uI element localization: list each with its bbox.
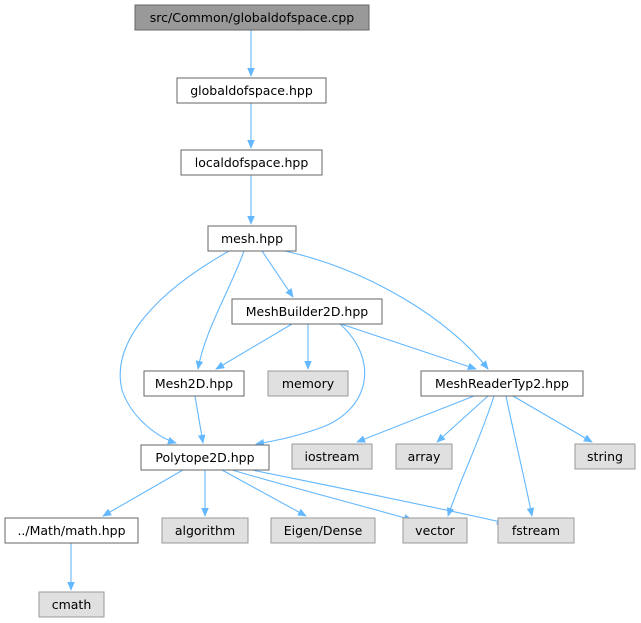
- edge-polytope2d-hpp-to-vector: [231, 469, 413, 522]
- node-box: [270, 517, 376, 544]
- node-label: algorithm: [175, 523, 235, 538]
- node-box: [180, 149, 323, 176]
- node-meshbuilder2d-hpp[interactable]: MeshBuilder2D.hpp: [231, 298, 383, 325]
- node-box: [267, 370, 349, 397]
- node-label: mesh.hpp: [221, 231, 283, 246]
- edge-mesh-hpp-to-polytope2d-hpp: [119, 250, 230, 445]
- node-label: memory: [282, 376, 335, 391]
- node-box: [207, 225, 297, 252]
- node-label: array: [408, 449, 441, 464]
- edge-meshbuilder2d-hpp-to-polytope2d-hpp: [255, 323, 366, 447]
- node-math-hpp[interactable]: ../Math/math.hpp: [4, 517, 139, 544]
- edge-meshreadertyp2-hpp-to-iostream: [356, 395, 475, 443]
- node-globaldofspace-hpp[interactable]: globaldofspace.hpp: [176, 77, 327, 104]
- node-box: [402, 517, 468, 544]
- node-polytope2d-hpp[interactable]: Polytope2D.hpp: [140, 444, 270, 471]
- node-box: [38, 591, 105, 618]
- node-cmath: cmath: [38, 591, 105, 618]
- node-string: string: [574, 443, 636, 470]
- node-label: Mesh2D.hpp: [155, 376, 233, 391]
- edge-mesh2d-hpp-to-polytope2d-hpp: [194, 395, 206, 444]
- edge-meshbuilder2d-hpp-to-mesh2d-hpp: [215, 323, 293, 370]
- edge-polytope2d-hpp-to-fstream: [251, 469, 506, 525]
- node-box: [395, 443, 453, 470]
- node-label: localdofspace.hpp: [195, 155, 309, 170]
- node-box: [574, 443, 636, 470]
- edge-meshreadertyp2-hpp-to-fstream: [505, 395, 535, 517]
- node-label: src/Common/globaldofspace.cpp: [150, 10, 355, 25]
- node-root[interactable]: src/Common/globaldofspace.cpp: [134, 4, 370, 31]
- node-label: fstream: [512, 523, 560, 538]
- node-label: string: [587, 449, 623, 464]
- node-label: ../Math/math.hpp: [17, 523, 125, 538]
- node-iostream: iostream: [291, 443, 373, 470]
- edges-layer: [67, 30, 593, 591]
- node-box: [4, 517, 139, 544]
- edge-mesh-hpp-to-meshbuilder2d-hpp: [261, 250, 294, 298]
- node-label: Polytope2D.hpp: [155, 450, 254, 465]
- node-fstream: fstream: [497, 517, 575, 544]
- node-box: [231, 298, 383, 325]
- node-label: MeshReaderTyp2.hpp: [435, 376, 569, 391]
- node-algorithm: algorithm: [161, 517, 249, 544]
- node-box: [134, 4, 370, 31]
- node-box: [291, 443, 373, 470]
- node-vector: vector: [402, 517, 468, 544]
- node-eigen-dense: Eigen/Dense: [270, 517, 376, 544]
- node-mesh2d-hpp[interactable]: Mesh2D.hpp: [143, 370, 245, 397]
- node-box: [176, 77, 327, 104]
- node-label: vector: [415, 523, 456, 538]
- node-array: array: [395, 443, 453, 470]
- node-box: [140, 444, 270, 471]
- node-label: iostream: [305, 449, 360, 464]
- node-label: MeshBuilder2D.hpp: [246, 304, 369, 319]
- node-localdofspace-hpp[interactable]: localdofspace.hpp: [180, 149, 323, 176]
- edge-polytope2d-hpp-to-math-hpp: [102, 469, 184, 517]
- edge-mesh-hpp-to-meshreadertyp2-hpp: [284, 250, 489, 370]
- edge-meshreadertyp2-hpp-to-array: [436, 395, 489, 443]
- node-memory: memory: [267, 370, 349, 397]
- edge-mesh-hpp-to-mesh2d-hpp: [195, 250, 245, 370]
- edge-meshbuilder2d-hpp-to-meshreadertyp2-hpp: [340, 323, 477, 371]
- node-meshreadertyp2-hpp[interactable]: MeshReaderTyp2.hpp: [420, 370, 584, 397]
- node-box: [420, 370, 584, 397]
- node-label: globaldofspace.hpp: [190, 83, 313, 98]
- node-box: [143, 370, 245, 397]
- node-mesh-hpp[interactable]: mesh.hpp: [207, 225, 297, 252]
- node-box: [161, 517, 249, 544]
- node-box: [497, 517, 575, 544]
- nodes-layer: src/Common/globaldofspace.cpp globaldofsp…: [4, 4, 636, 618]
- edge-meshreadertyp2-hpp-to-string: [512, 395, 593, 443]
- edge-polytope2d-hpp-to-eigen-dense: [221, 469, 307, 517]
- edge-meshreadertyp2-hpp-to-vector: [446, 395, 495, 517]
- node-label: cmath: [52, 597, 92, 612]
- node-label: Eigen/Dense: [284, 523, 363, 538]
